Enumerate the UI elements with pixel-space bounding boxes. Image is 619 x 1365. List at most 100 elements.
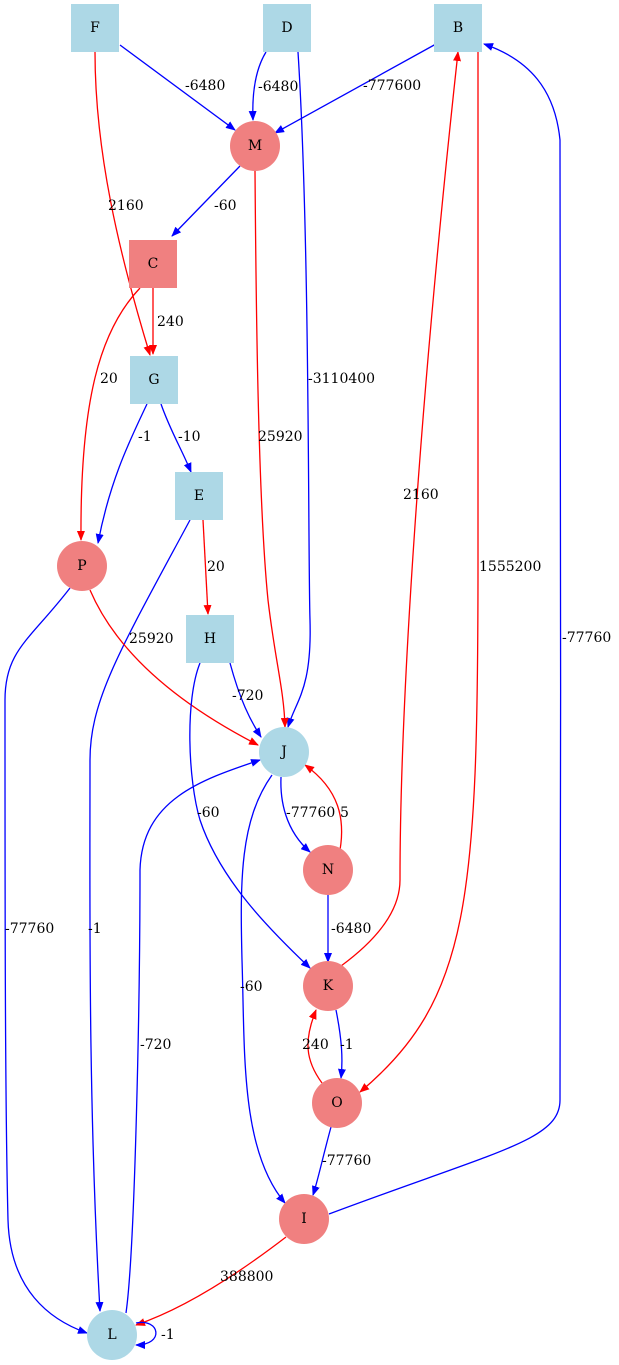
edge-label-p-l: -77760 <box>5 921 54 937</box>
node-shape-c <box>129 240 177 288</box>
edge-h-j <box>229 662 262 738</box>
node-d: D <box>263 4 311 52</box>
edges-layer <box>4 43 562 1349</box>
node-label-n: N <box>322 862 334 878</box>
node-e: E <box>175 472 223 520</box>
node-shape-i <box>279 1194 329 1244</box>
node-m: M <box>230 121 280 171</box>
node-l: L <box>87 1310 137 1360</box>
edge-label-k-o: -1 <box>340 1037 354 1053</box>
edge-label-c-p: 20 <box>100 371 118 387</box>
edge-l-l <box>135 1321 157 1349</box>
edge-label-e-h: 20 <box>207 559 225 575</box>
edge-d-j <box>286 51 311 728</box>
edge-label-d-j: -3110400 <box>308 371 375 387</box>
node-n: N <box>303 845 353 895</box>
node-shape-n <box>303 845 353 895</box>
edge-label-l-l: -1 <box>161 1327 175 1343</box>
edge-label-d-m: -6480 <box>258 79 298 95</box>
edge-label-g-e: -10 <box>178 429 201 445</box>
edge-label-c-g: 240 <box>157 314 184 330</box>
edge-e-l <box>89 519 191 1312</box>
node-label-e: E <box>194 488 204 504</box>
edge-label-f-m: -6480 <box>185 78 225 94</box>
node-f: F <box>71 4 119 52</box>
edge-n-j <box>304 764 343 851</box>
node-b: B <box>434 4 482 52</box>
node-shape-j <box>259 727 309 777</box>
node-shape-f <box>71 4 119 52</box>
edge-label-p-j: 25920 <box>129 631 174 647</box>
node-label-o: O <box>331 1095 342 1111</box>
node-label-g: G <box>148 372 159 388</box>
edge-label-g-p: -1 <box>138 429 152 445</box>
node-label-d: D <box>281 20 292 36</box>
edge-label-i-b: -77760 <box>562 630 611 646</box>
edge-label-i-l: 388800 <box>220 1269 273 1285</box>
edge-o-k <box>307 1009 323 1084</box>
edge-o-i <box>312 1126 332 1196</box>
node-shape-e <box>175 472 223 520</box>
node-g: G <box>130 356 178 404</box>
node-shape-k <box>303 961 353 1011</box>
edge-i-l <box>135 1236 287 1326</box>
node-shape-o <box>312 1078 362 1128</box>
node-j: J <box>259 727 309 777</box>
node-label-j: J <box>279 744 287 760</box>
node-p: P <box>57 541 107 591</box>
edge-e-h <box>202 519 212 615</box>
edge-k-b <box>340 51 461 967</box>
node-shape-b <box>434 4 482 52</box>
edge-i-b <box>328 43 562 1215</box>
edge-label-b-o: 1555200 <box>479 559 541 575</box>
edge-label-l-j: -720 <box>140 1037 171 1053</box>
edge-h-k <box>189 662 311 969</box>
edge-j-i <box>240 774 286 1204</box>
edge-label-b-m: -777600 <box>363 78 421 94</box>
edge-labels-layer: -6480 2160 -6480 -3110400 -777600 1555200 -60 2… <box>5 78 611 1343</box>
node-label-k: K <box>323 978 334 994</box>
node-o: O <box>312 1078 362 1128</box>
edge-p-j <box>89 589 259 746</box>
edge-m-j <box>254 170 289 728</box>
edge-label-m-j: 25920 <box>258 429 303 445</box>
node-shape-h <box>186 615 234 663</box>
node-label-c: C <box>148 256 159 272</box>
edge-label-f-g: 2160 <box>108 198 144 214</box>
node-label-l: L <box>107 1327 116 1343</box>
node-shape-l <box>87 1310 137 1360</box>
edge-f-m <box>119 44 236 131</box>
edge-l-j <box>125 759 261 1314</box>
edge-label-h-j: -720 <box>232 688 263 704</box>
edge-b-m <box>274 43 437 134</box>
edge-j-n <box>280 776 311 853</box>
edge-label-m-c: -60 <box>214 198 237 214</box>
edge-label-h-k: -60 <box>197 805 220 821</box>
node-i: I <box>279 1194 329 1244</box>
node-h: H <box>186 615 234 663</box>
node-shape-m <box>230 121 280 171</box>
edge-g-p <box>95 403 148 544</box>
edge-d-m <box>248 51 267 121</box>
edge-label-j-n: -77760 <box>286 805 335 821</box>
edge-f-g <box>94 51 152 356</box>
edge-m-c <box>171 165 241 237</box>
edge-k-o <box>335 1009 346 1079</box>
node-label-m: M <box>248 138 262 154</box>
nodes-layer: F D B M C G E P H J N K O I L <box>57 4 482 1360</box>
edge-label-e-l: -1 <box>88 921 102 937</box>
edge-label-n-j: 5 <box>340 805 349 821</box>
node-shape-p <box>57 541 107 591</box>
edge-c-p <box>76 287 141 541</box>
node-label-p: P <box>77 558 86 574</box>
edge-label-j-i: -60 <box>240 979 263 995</box>
edge-p-l <box>4 587 88 1334</box>
node-label-i: I <box>301 1211 307 1227</box>
node-k: K <box>303 961 353 1011</box>
node-c: C <box>129 240 177 288</box>
edge-label-k-b: 2160 <box>403 487 439 503</box>
edge-label-o-i: -77760 <box>322 1153 371 1169</box>
edge-label-o-k: 240 <box>302 1037 329 1053</box>
edge-b-o <box>359 51 479 1093</box>
